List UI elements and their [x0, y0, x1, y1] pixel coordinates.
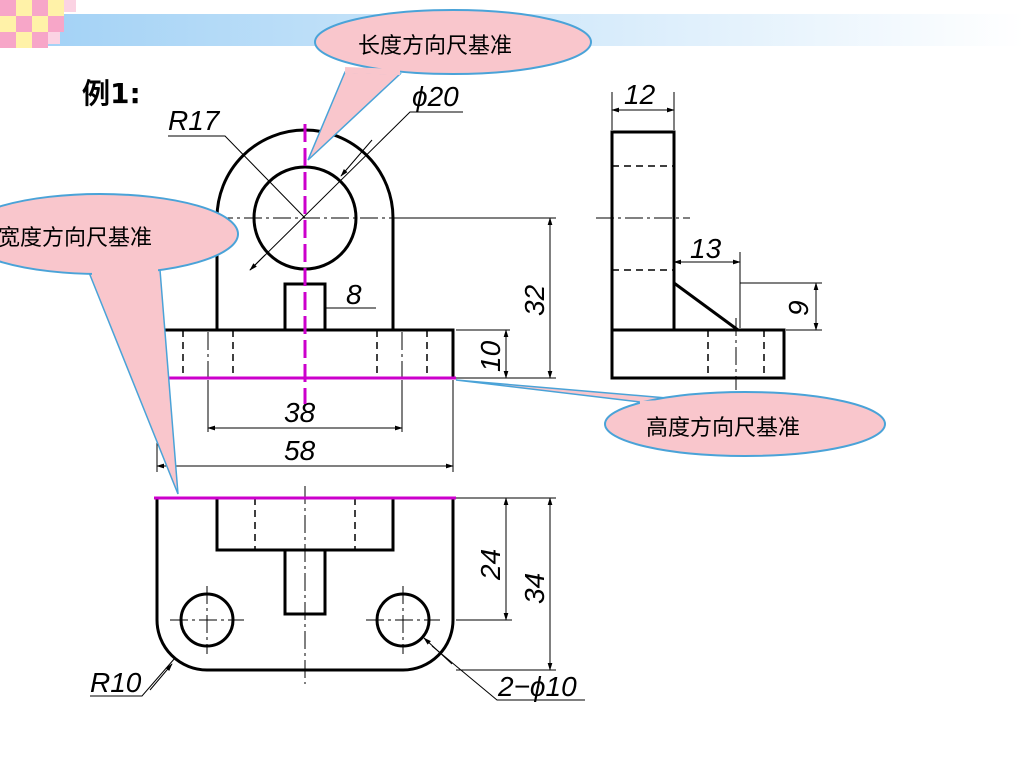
depth-34-label: 34 — [519, 573, 550, 604]
hole-spacing-38-label: 38 — [284, 397, 316, 428]
corner-radius-r10-label: R10 — [90, 667, 142, 698]
overall-length-58-label: 58 — [284, 435, 316, 466]
width-datum-callout-text: 宽度方向尺基准 — [0, 226, 153, 251]
radius-r17-label: R17 — [168, 105, 221, 136]
rib-height-9-label: 9 — [783, 300, 814, 316]
rib-width-13-label: 13 — [690, 233, 722, 264]
callout-length-datum-bubble — [307, 9, 592, 161]
top-view — [90, 486, 585, 701]
holes-2-diameter-10-label: 2−ϕ10 — [497, 671, 577, 702]
height-datum-callout-text: 高度方向尺基准 — [646, 416, 801, 441]
boss-width-8-label: 8 — [346, 279, 362, 310]
datum-lines — [154, 124, 456, 500]
example-title: 例1: — [82, 77, 141, 110]
hole-diameter-20-label: ϕ20 — [412, 81, 459, 112]
callout-width-datum-bubble — [0, 193, 239, 495]
callout-height-datum-bubble — [455, 379, 886, 457]
thickness-12-label: 12 — [624, 79, 656, 110]
base-height-10-label: 10 — [475, 340, 506, 372]
depth-24-label: 24 — [475, 549, 506, 581]
length-datum-callout-text: 长度方向尺基准 — [358, 34, 513, 59]
hole-height-32-label: 32 — [519, 284, 550, 316]
side-view — [596, 92, 822, 390]
